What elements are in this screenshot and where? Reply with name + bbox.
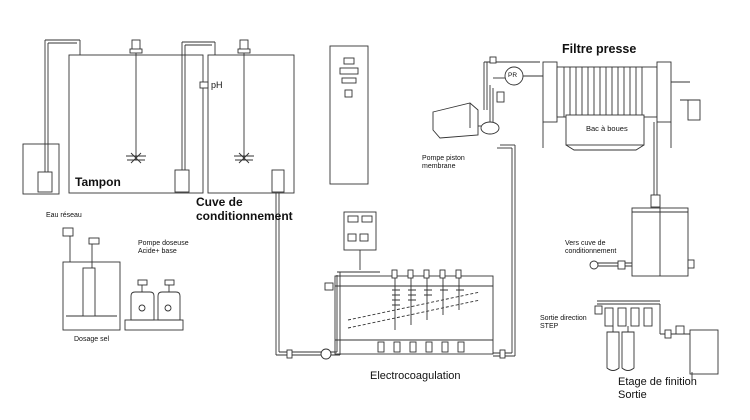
sump-tank-left [22,39,81,195]
control-cabinet [329,45,369,185]
label-bac-a-boues: Bac à boues [586,124,628,133]
tampon-tank [68,39,216,194]
label-pompe-piston: Pompe piston membrane [422,155,465,171]
label-dosage-sel: Dosage sel [74,336,110,343]
electrode-rack [391,269,464,330]
label-sortie-step: Sortie direction STEP [540,315,587,331]
pr-valve [489,56,497,64]
finishing-stage [594,300,719,382]
label-tampon: Tampon [75,175,121,189]
label-vers-cuve: Vers cuve de conditionnement [565,240,617,256]
filtrate-pipe [650,122,661,208]
label-filtre-presse: Filtre presse [562,42,637,56]
label-electrocoagulation: Electrocoagulation [370,370,461,382]
label-sortie: Sortie [618,389,647,401]
salt-dosing-tank [62,227,121,331]
bottom-valves [377,341,465,353]
pipe-to-piston-pump [493,144,516,359]
conditioning-tank [199,39,295,194]
electrocoagulation-unit [324,211,494,355]
label-ph: pH [211,80,223,90]
label-eau-reseau: Eau réseau [46,212,82,219]
piston-pump [432,61,540,139]
pipe-to-electrocoagulation [275,193,380,360]
label-etage-finition: Etage de finition [618,376,697,388]
right-tank [589,207,695,277]
label-pompe-doseuse: Pompe doseuse Acide+ base [138,240,189,256]
label-pr: PR [508,72,518,79]
acid-base-dosing-drums [124,279,184,331]
filter-press [493,61,701,151]
label-cuve-conditionnement: Cuve de conditionnement [196,195,293,223]
